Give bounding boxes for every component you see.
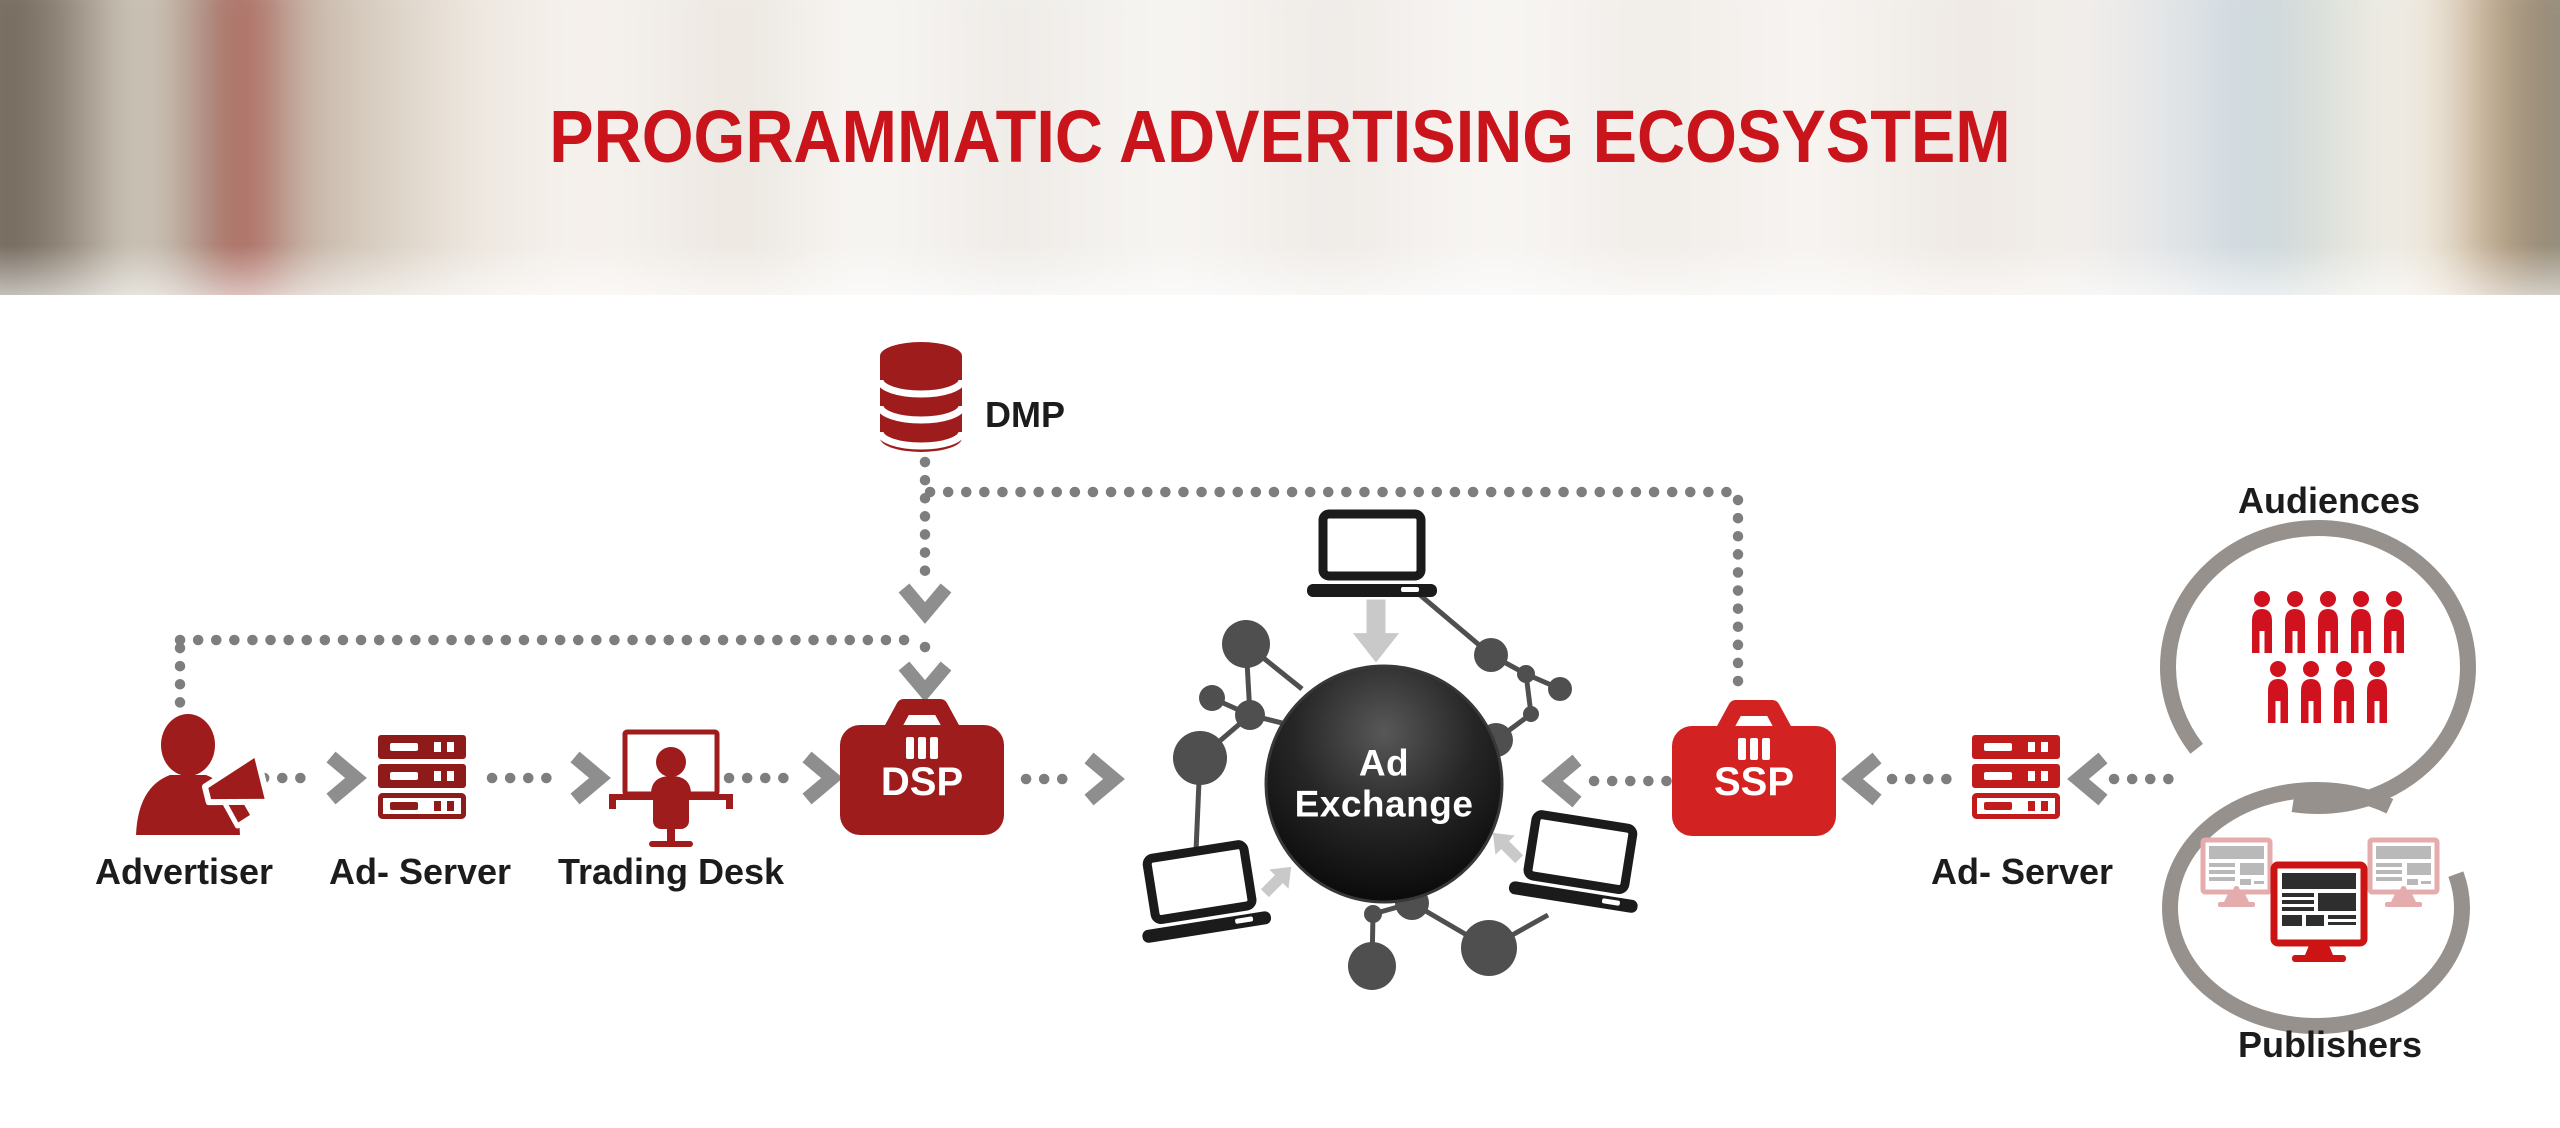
audience-people-icons bbox=[2252, 591, 2404, 723]
connector-adserver-to-ssp bbox=[1841, 752, 1962, 806]
connector-ssp-to-adexchange bbox=[1541, 754, 1676, 808]
audiences-label: Audiences bbox=[2237, 480, 2421, 522]
ad-exchange-label: Ad Exchange bbox=[1295, 743, 1474, 824]
dmp-database-icon bbox=[876, 342, 966, 452]
network-cluster-left bbox=[1173, 620, 1304, 852]
ad-exchange-label-line2: Exchange bbox=[1294, 783, 1474, 824]
page-title: PROGRAMMATIC ADVERTISING ECOSYSTEM bbox=[549, 95, 2011, 178]
trading-desk-label: Trading Desk bbox=[557, 851, 785, 893]
publisher-monitor-right-icon bbox=[2367, 837, 2440, 907]
advertiser-icon bbox=[136, 714, 272, 835]
connector-adserver-to-tradingdesk bbox=[486, 751, 611, 805]
network-cluster-bottom bbox=[1348, 886, 1550, 990]
connector-advertiser-to-dsp bbox=[174, 634, 926, 710]
connector-tradingdesk-to-dsp bbox=[723, 751, 843, 805]
ssp-label: SSP bbox=[1713, 760, 1795, 804]
ad-server-right-icon bbox=[1972, 735, 2060, 817]
ad-server-right-label: Ad- Server bbox=[1930, 851, 2114, 893]
connector-publishers-to-adserver bbox=[2067, 752, 2182, 806]
arrow-bottomleft-into-exchange bbox=[1255, 857, 1301, 903]
ad-exchange-label-line1: Ad bbox=[1358, 742, 1410, 784]
ad-server-left-label: Ad- Server bbox=[328, 851, 512, 893]
publishers-ring bbox=[2162, 782, 2470, 1034]
publishers-label: Publishers bbox=[2237, 1024, 2423, 1066]
laptop-bottom-right-icon bbox=[1508, 811, 1649, 913]
advertiser-label: Advertiser bbox=[94, 851, 274, 893]
ecosystem-diagram: DMP Advertiser Ad- Server Trading Desk D… bbox=[0, 295, 2560, 1128]
ad-server-left-icon bbox=[378, 735, 466, 817]
header-banner: PROGRAMMATIC ADVERTISING ECOSYSTEM bbox=[0, 0, 2560, 295]
laptop-top-icon bbox=[1307, 514, 1437, 597]
ad-exchange-circle bbox=[1264, 664, 1504, 904]
connector-dsp-to-adexchange bbox=[1020, 752, 1125, 806]
trading-desk-icon bbox=[609, 729, 733, 847]
arrow-top-into-exchange bbox=[1352, 599, 1400, 663]
connector-dmp-to-ssp bbox=[924, 486, 1744, 697]
connector-dmp-to-dsp bbox=[898, 456, 952, 702]
diagram-art bbox=[136, 342, 2476, 1034]
publisher-monitor-center-icon bbox=[2270, 861, 2368, 962]
dmp-label: DMP bbox=[985, 394, 1065, 436]
publisher-monitor-left-icon bbox=[2200, 837, 2273, 907]
laptop-bottom-left-icon bbox=[1131, 841, 1272, 943]
dsp-label: DSP bbox=[880, 760, 964, 804]
audiences-ring bbox=[2160, 520, 2476, 814]
connector-advertiser-to-adserver bbox=[240, 751, 367, 805]
